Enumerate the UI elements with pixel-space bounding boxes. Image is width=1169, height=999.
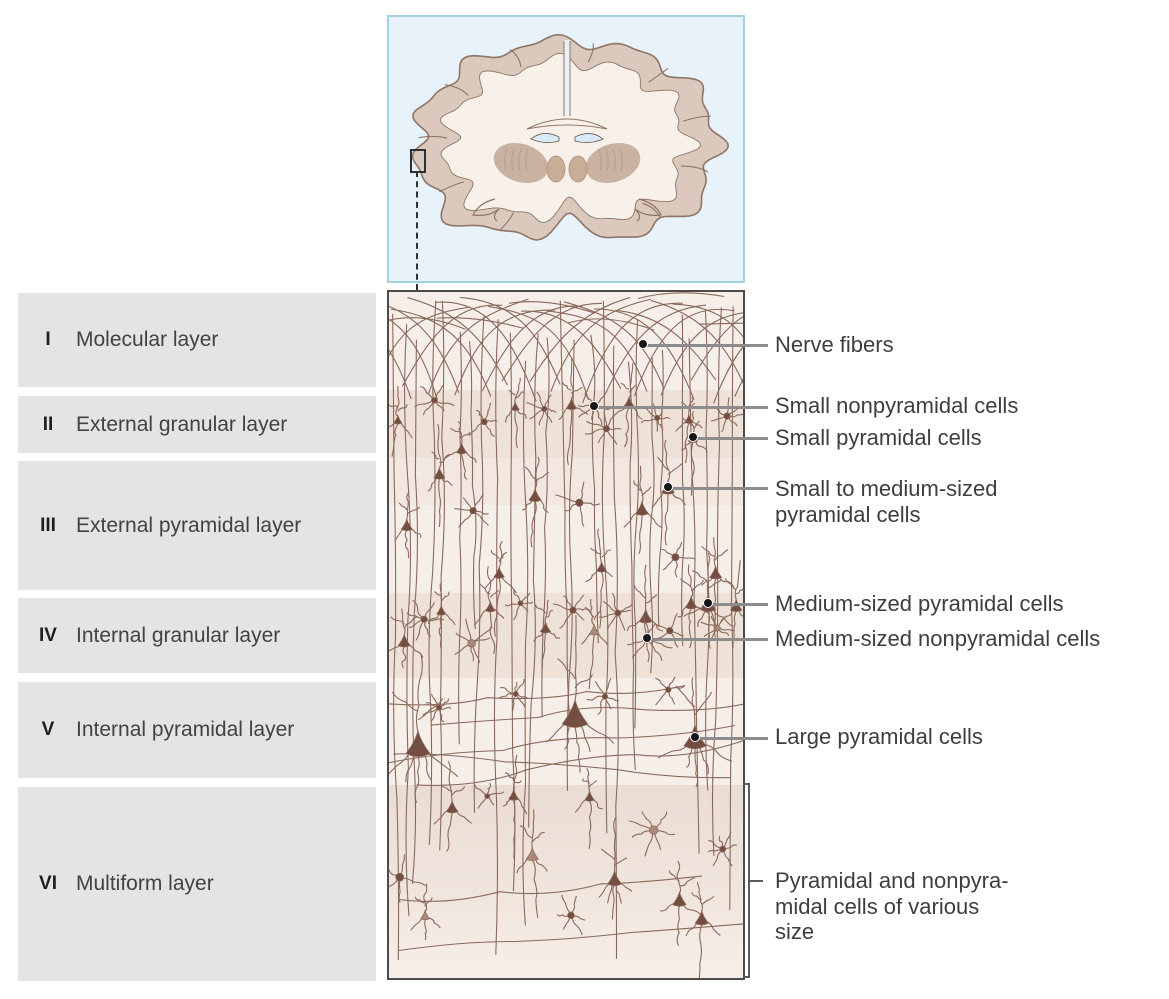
layer-vi-bracket-tick [750,880,763,882]
layer-numeral: I [45,329,51,350]
layer-vi-bracket [744,783,750,978]
layer-vi-band [389,785,743,978]
annotation-multiform-cells: Pyramidal and nonpyra- midal cells of va… [775,868,1009,944]
brain-inset [387,15,745,283]
annotation-nerve-fibers: Nerve fibers [775,332,894,357]
layer-numeral: III [40,514,56,536]
leader-line-large-pyramidal [698,737,768,740]
layer-numeral: IV [39,624,57,646]
layer-row-vi: VI Multiform layer [18,787,376,981]
layer-numeral: V [41,719,55,740]
leader-line-small-pyramidal [696,437,768,440]
leader-line-nerve-fibers [646,344,768,347]
layer-row-iv: IV Internal granular layer [18,598,376,673]
layer-iv-band [389,593,743,678]
layer-numeral: VI [39,873,57,894]
marker-dot-medium-nonpyramidal [642,633,652,643]
leader-line-small-nonpyramidal [597,406,768,409]
sample-location-marker [410,149,426,173]
annotation-small-medium-pyramidal: Small to medium-sized pyramidal cells [775,476,998,527]
brain-coronal-section-illustration [411,33,729,241]
neuron-field-illustration [389,292,743,978]
annotation-medium-nonpyramidal: Medium-sized nonpyramidal cells [775,626,1101,651]
leader-line-medium-pyramidal [711,603,768,606]
layer-row-iii: III External pyramidal layer [18,461,376,590]
annotation-small-nonpyramidal: Small nonpyramidal cells [775,393,1019,418]
layer-name: External pyramidal layer [76,513,302,537]
layer-name: Molecular layer [76,328,219,351]
annotation-large-pyramidal: Large pyramidal cells [775,724,983,749]
marker-dot-small-nonpyramidal [589,401,599,411]
layer-name: Internal granular layer [76,623,281,647]
layer-row-ii: II External granular layer [18,396,376,453]
sample-connector-dashed-line [416,171,418,290]
layer-name: External granular layer [76,412,288,436]
annotation-medium-pyramidal: Medium-sized pyramidal cells [775,591,1064,616]
cortex-panel [387,290,745,980]
layer-name: Multiform layer [76,872,214,895]
annotation-small-pyramidal: Small pyramidal cells [775,425,982,450]
layer-name: Internal pyramidal layer [76,718,295,741]
layer-numeral: II [42,413,54,435]
marker-dot-small-pyramidal [688,432,698,442]
layer-row-i: I Molecular layer [18,293,376,387]
marker-dot-large-pyramidal [690,732,700,742]
leader-line-small-medium-pyramidal [672,487,768,490]
layer-row-v: V Internal pyramidal layer [18,682,376,778]
marker-dot-small-medium-pyramidal [663,482,673,492]
leader-line-medium-nonpyramidal [650,638,768,641]
marker-dot-medium-pyramidal [703,598,713,608]
marker-dot-nerve-fibers [638,339,648,349]
